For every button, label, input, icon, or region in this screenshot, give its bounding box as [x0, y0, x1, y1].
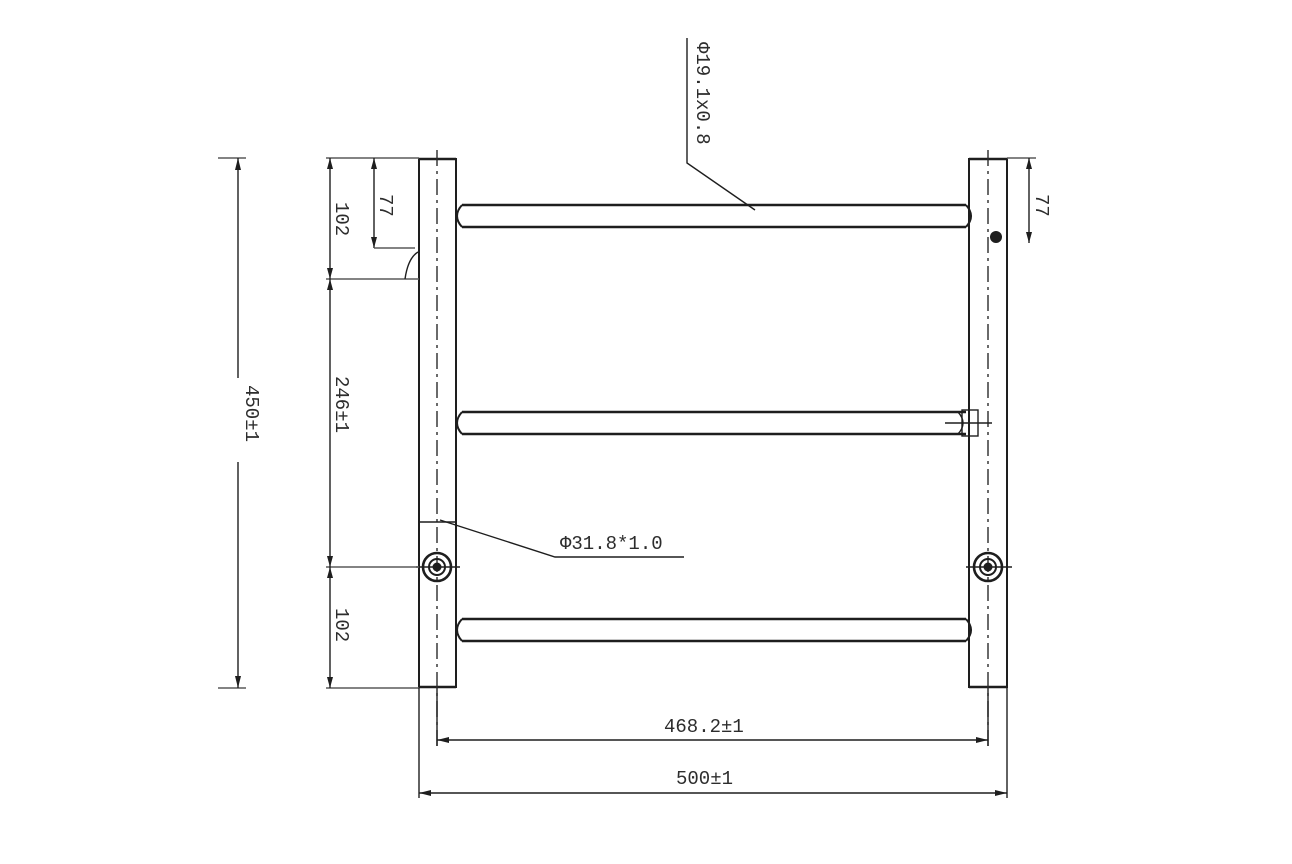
bar-diameter-callout: Φ19.1x0.8: [686, 38, 756, 211]
right-top-mount-dot: [990, 231, 1002, 243]
inner-width-label: 468.2±1: [664, 716, 744, 738]
right-inner-offset-label: 77: [1030, 194, 1052, 217]
bottom-offset-label: 102: [330, 608, 352, 642]
overall-height-dimension: 450±1: [218, 157, 262, 689]
top-bar: [456, 203, 972, 229]
overall-width-label: 500±1: [676, 768, 733, 790]
bar-diameter-label: Φ19.1x0.8: [691, 42, 713, 145]
middle-bar: [456, 409, 992, 437]
left-inner-offset-dimension: 77: [371, 158, 419, 280]
overall-height-label: 450±1: [240, 385, 262, 442]
left-mount: [416, 551, 460, 583]
post-diameter-label: Φ31.8*1.0: [560, 533, 663, 555]
right-inner-offset-dimension: 77: [1007, 157, 1052, 243]
bottom-bar: [456, 617, 972, 643]
overall-width-dimension: 500±1: [418, 688, 1008, 798]
post-diameter-callout: Φ31.8*1.0: [419, 519, 684, 558]
right-mount: [966, 551, 1012, 583]
left-post: [418, 150, 457, 748]
left-inner-offset-label: 77: [374, 194, 396, 217]
top-offset-label: 102: [330, 202, 352, 236]
inner-width-dimension: 468.2±1: [436, 688, 989, 746]
middle-span-label: 246±1: [330, 376, 352, 433]
left-dimension-chain: 102 246±1 102: [326, 157, 419, 689]
